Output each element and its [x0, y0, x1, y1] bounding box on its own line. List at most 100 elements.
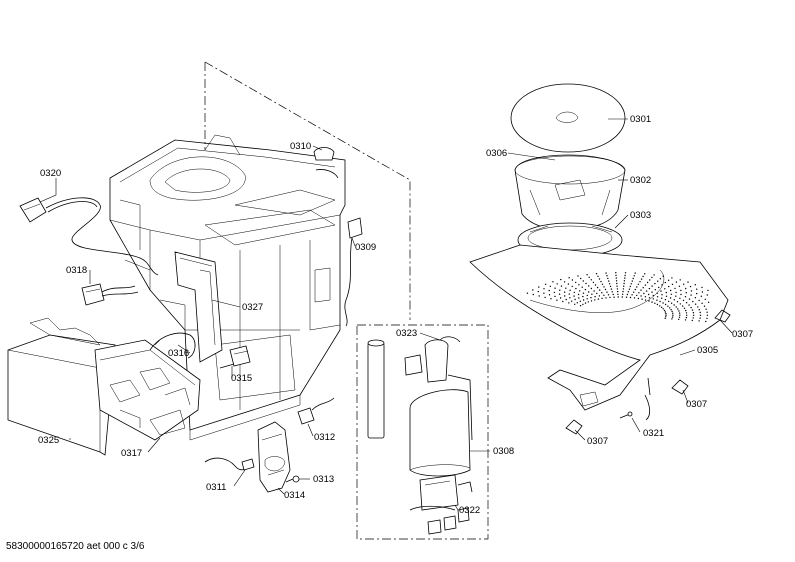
perforation-dot — [662, 275, 664, 277]
perforation-dot — [592, 281, 595, 284]
wire-lead — [204, 457, 249, 471]
perforation-dot — [698, 299, 700, 302]
perforation-dot — [581, 286, 583, 288]
perforation-dot — [680, 293, 682, 296]
perforation-dot — [590, 300, 593, 302]
perforation-dot — [648, 300, 650, 302]
perforation-dot — [664, 288, 666, 290]
perforation-dot — [698, 320, 700, 322]
perforation-dot — [617, 293, 619, 295]
perforation-dot — [606, 291, 608, 293]
perforation-dot — [692, 312, 695, 314]
wire-harness — [154, 337, 163, 346]
part-label: 0325 — [38, 435, 59, 446]
perforation-dot — [603, 294, 605, 296]
perforation-dot — [558, 293, 561, 295]
perforation-dot — [615, 274, 617, 277]
perforation-dot — [580, 277, 582, 280]
perforation-dot — [657, 280, 659, 282]
perforation-dot — [591, 293, 593, 295]
perforation-dot — [685, 287, 687, 290]
perforation-dot — [630, 283, 632, 285]
perforation-dot — [656, 292, 658, 294]
perforation-dot — [644, 296, 647, 298]
perforation-dot — [690, 306, 692, 309]
perforation-dot — [685, 309, 687, 312]
perforation-dot — [686, 314, 688, 316]
perforation-dot — [575, 287, 577, 290]
part-label: 0306 — [486, 148, 507, 159]
perforation-dot — [594, 284, 597, 286]
part-labels: 0301 0302 0303 0305 0306 0307 0307 0307 … — [38, 114, 753, 516]
perforation-dot — [651, 291, 653, 293]
perforation-dot — [646, 281, 649, 284]
perforation-dot — [707, 289, 709, 292]
perforation-dot — [645, 290, 648, 292]
perforation-dot — [576, 302, 578, 304]
perforation-dot — [532, 289, 534, 291]
perforation-dot — [612, 293, 614, 296]
small-fittings — [427, 507, 470, 535]
perforation-dot — [662, 302, 664, 304]
perforation-dot — [578, 284, 580, 286]
perforation-dot — [688, 304, 690, 306]
perforation-dot — [562, 300, 564, 303]
perforation-dot — [699, 311, 701, 314]
perforation-dot — [598, 278, 601, 280]
perforation-dot — [554, 295, 556, 298]
perforation-dot — [690, 290, 693, 292]
perforation-dot — [615, 272, 617, 274]
perforation-dot — [679, 279, 681, 281]
perforation-dots — [526, 272, 710, 323]
perforation-dot — [588, 285, 590, 287]
part-label: 0314 — [284, 490, 305, 501]
perforation-dot — [601, 292, 603, 294]
perforation-dot — [648, 293, 650, 296]
perforation-dot — [579, 305, 582, 307]
perforation-dot — [608, 280, 610, 282]
perforation-dot — [544, 296, 546, 299]
perforation-dot — [579, 290, 581, 292]
clip — [671, 379, 689, 395]
perforation-dot — [601, 283, 604, 285]
perforation-dot — [634, 288, 636, 291]
perforation-dot — [636, 294, 638, 297]
clip — [565, 419, 583, 435]
perforation-dot — [573, 295, 575, 297]
perforation-dot — [691, 319, 693, 322]
perforation-dot — [624, 277, 626, 279]
perforation-dot — [685, 302, 688, 304]
perforation-dot — [656, 299, 658, 301]
perforation-dot — [590, 297, 592, 299]
perforation-dot — [594, 296, 596, 298]
perforation-dot — [538, 295, 540, 297]
perforation-dot — [594, 299, 596, 301]
screw — [285, 475, 300, 483]
perforation-dot — [608, 283, 611, 285]
perforation-dot — [684, 319, 687, 321]
perforation-dot — [616, 288, 619, 290]
perforation-dot — [654, 289, 656, 291]
perforation-dot — [628, 288, 631, 290]
perforation-dot — [671, 310, 673, 313]
perforation-dot — [588, 291, 590, 293]
perforation-dot — [659, 278, 662, 280]
perforation-dot — [565, 287, 567, 289]
perforation-dot — [665, 316, 667, 318]
perforation-dot — [601, 297, 603, 300]
perforation-dot — [707, 301, 710, 303]
part-label: 0320 — [40, 168, 61, 179]
perforation-dot — [665, 291, 667, 294]
perforation-dot — [623, 285, 625, 287]
perforation-dot — [587, 301, 589, 303]
perforation-dot — [613, 296, 615, 298]
perforation-dot — [582, 299, 585, 301]
perforation-dot — [671, 316, 674, 318]
duct-plate — [174, 251, 223, 363]
perforation-dot — [631, 294, 633, 296]
perforation-dot — [550, 298, 552, 300]
perforation-dot — [633, 275, 635, 277]
perforation-dot — [661, 297, 663, 299]
perforation-dot — [682, 305, 684, 307]
part-label: 0307 — [587, 436, 608, 447]
